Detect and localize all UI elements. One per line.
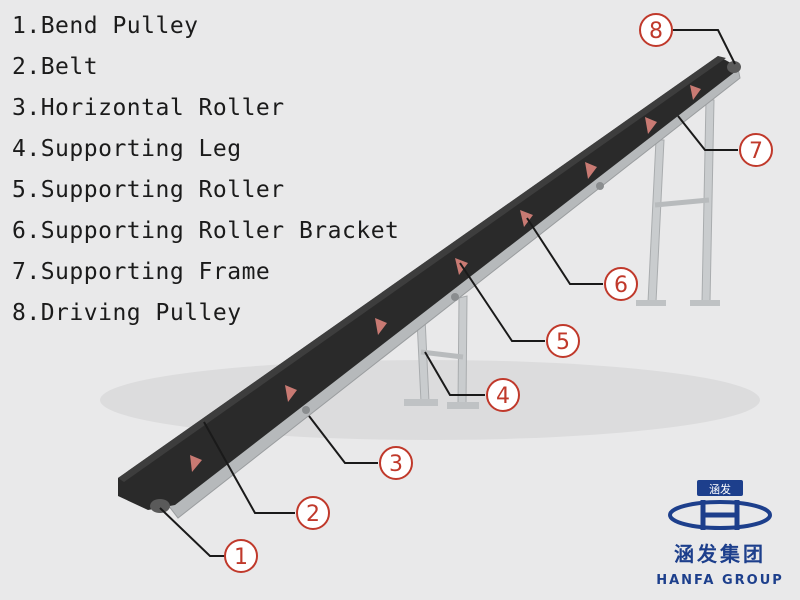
callout-circle-1 bbox=[224, 539, 258, 573]
bend-pulley bbox=[150, 499, 170, 513]
legend-item-supporting-roller: 5.Supporting Roller bbox=[12, 170, 399, 211]
frame-foot-right bbox=[690, 300, 720, 306]
callout-circle-8 bbox=[639, 13, 673, 47]
roller-bracket bbox=[285, 385, 297, 402]
leader-line-3 bbox=[308, 415, 378, 464]
legend-number: 2. bbox=[12, 54, 41, 80]
belt-top-edge bbox=[118, 56, 726, 482]
callout-number-7: 7 bbox=[749, 139, 763, 164]
callout-circle-7 bbox=[739, 133, 773, 167]
frame-crossbar bbox=[654, 197, 710, 208]
driving-pulley bbox=[727, 61, 741, 73]
legend-item-driving-pulley: 8.Driving Pulley bbox=[12, 293, 399, 334]
legend-item-bend-pulley: 1.Bend Pulley bbox=[12, 6, 399, 47]
leader-line-6 bbox=[526, 217, 603, 285]
callout-number-1: 1 bbox=[234, 545, 248, 570]
frame-foot-left bbox=[636, 300, 666, 306]
callout-number-5: 5 bbox=[556, 330, 570, 355]
legend: 1.Bend Pulley 2.Belt 3.Horizontal Roller… bbox=[12, 6, 399, 334]
logo-badge-text: 涵发 bbox=[709, 482, 731, 496]
roller-bracket bbox=[375, 318, 387, 335]
roller-bracket bbox=[190, 455, 202, 472]
callout-circle-2 bbox=[296, 496, 330, 530]
legend-label: Supporting Leg bbox=[40, 136, 242, 162]
legend-label: Supporting Roller bbox=[40, 177, 285, 203]
roller-bracket bbox=[585, 162, 597, 179]
legend-item-horizontal-roller: 3.Horizontal Roller bbox=[12, 88, 399, 129]
logo-name-cn: 涵发集团 bbox=[674, 542, 766, 566]
horizontal-roller bbox=[302, 406, 310, 414]
frame-leg-left bbox=[647, 139, 665, 303]
legend-label: Supporting Frame bbox=[40, 259, 271, 285]
belt bbox=[118, 56, 740, 510]
legend-number: 4. bbox=[12, 136, 41, 162]
hanfa-logo: 涵发 涵发集团 HANFA GROUP bbox=[656, 480, 784, 588]
legend-label: Belt bbox=[40, 54, 99, 80]
legend-number: 3. bbox=[12, 95, 41, 121]
legend-number: 6. bbox=[12, 218, 41, 244]
legend-number: 1. bbox=[12, 13, 41, 39]
callout-number-2: 2 bbox=[306, 502, 320, 527]
legend-item-belt: 2.Belt bbox=[12, 47, 399, 88]
leg-foot-left bbox=[404, 399, 438, 406]
callout-circle-4 bbox=[486, 378, 520, 412]
logo-h-mark bbox=[700, 500, 740, 530]
roller-bracket bbox=[690, 85, 701, 100]
callout-circle-3 bbox=[379, 446, 413, 480]
legend-item-supporting-roller-bracket: 6.Supporting Roller Bracket bbox=[12, 211, 399, 252]
horizontal-roller bbox=[596, 182, 604, 190]
callout-number-4: 4 bbox=[496, 384, 510, 409]
callout-circle-5 bbox=[546, 324, 580, 358]
legend-number: 8. bbox=[12, 300, 41, 326]
callout-circle-6 bbox=[604, 267, 638, 301]
legend-label: Bend Pulley bbox=[40, 13, 199, 39]
leader-line-5 bbox=[459, 262, 545, 342]
legend-label: Driving Pulley bbox=[40, 300, 242, 326]
legend-label: Horizontal Roller bbox=[40, 95, 285, 121]
leg-foot-right bbox=[447, 402, 479, 409]
logo-badge bbox=[697, 480, 743, 496]
leader-line-1 bbox=[159, 507, 225, 557]
supporting-leg bbox=[404, 295, 479, 409]
legend-item-supporting-frame: 7.Supporting Frame bbox=[12, 252, 399, 293]
leader-line-2 bbox=[203, 421, 295, 514]
legend-item-supporting-leg: 4.Supporting Leg bbox=[12, 129, 399, 170]
leader-line-7 bbox=[677, 115, 738, 151]
callout-number-8: 8 bbox=[649, 19, 663, 44]
leader-lines bbox=[159, 29, 738, 557]
roller-bracket bbox=[645, 117, 657, 134]
leader-line-8 bbox=[673, 29, 736, 65]
horizontal-roller bbox=[451, 293, 459, 301]
logo-name-en: HANFA GROUP bbox=[656, 573, 784, 588]
leg-right bbox=[457, 295, 468, 405]
leg-crossbar bbox=[420, 349, 464, 360]
horizontal-rollers bbox=[302, 182, 604, 414]
callouts: 1 2 3 4 5 6 7 8 bbox=[224, 13, 773, 573]
legend-label: Supporting Roller Bracket bbox=[40, 218, 400, 244]
callout-number-6: 6 bbox=[614, 273, 628, 298]
callout-number-3: 3 bbox=[389, 452, 403, 477]
logo-ring bbox=[668, 500, 772, 530]
leader-line-4 bbox=[424, 351, 485, 396]
legend-number: 5. bbox=[12, 177, 41, 203]
legend-number: 7. bbox=[12, 259, 41, 285]
